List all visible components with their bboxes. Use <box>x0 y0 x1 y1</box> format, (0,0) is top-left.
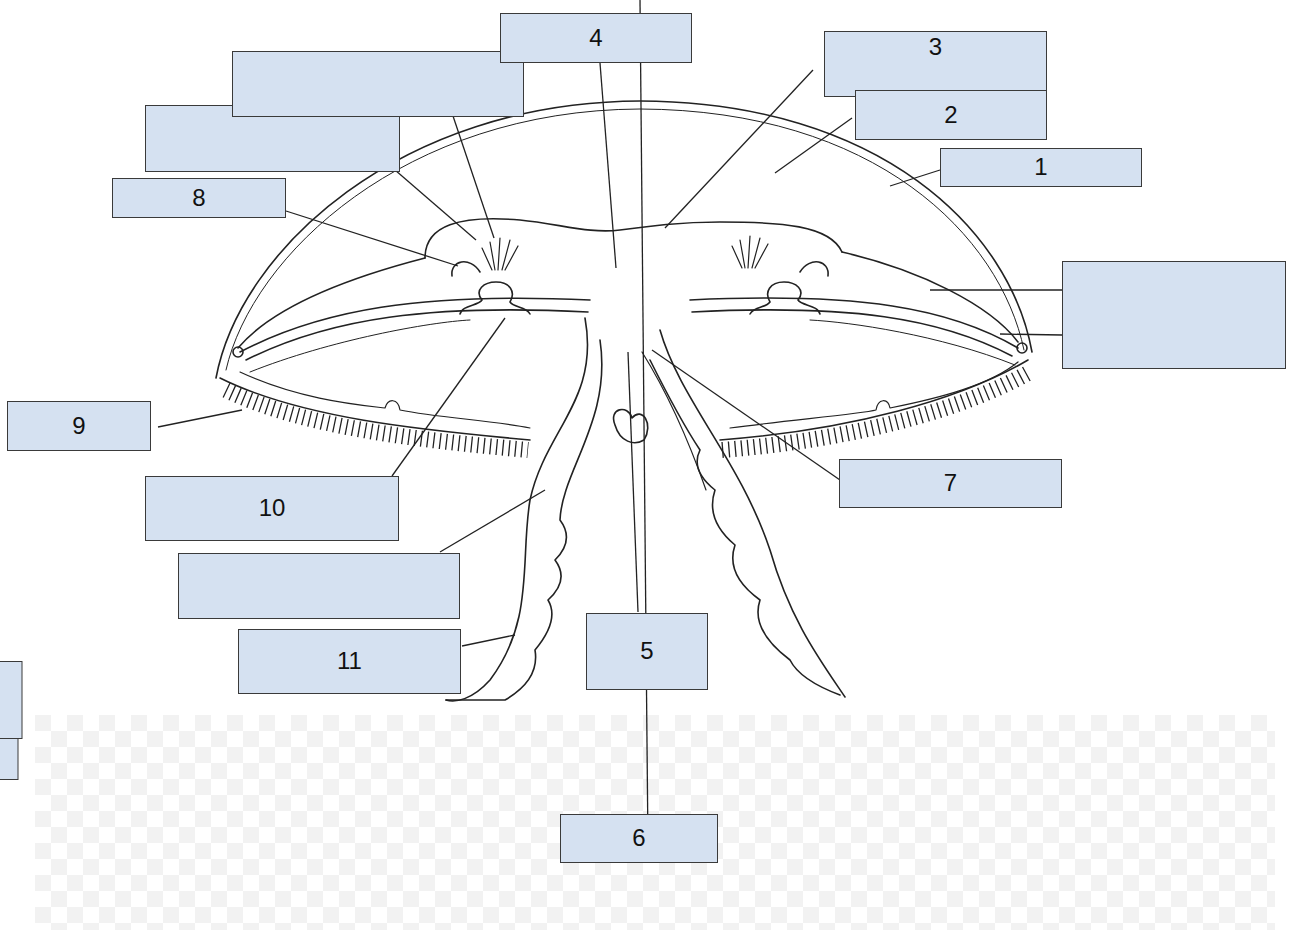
leader-line <box>395 170 476 240</box>
callout-number: 1 <box>1034 154 1047 180</box>
label-box: 4 <box>500 13 692 63</box>
radial-canal <box>240 298 590 352</box>
leader-line <box>392 318 505 476</box>
label-box: 2 <box>855 90 1047 140</box>
leader-line <box>1000 334 1062 335</box>
gonad <box>750 282 820 314</box>
radial-canal <box>810 320 1015 365</box>
leader-line <box>158 410 242 427</box>
oral-arm <box>446 340 602 700</box>
leader-line <box>930 289 1062 290</box>
callout-number: 9 <box>72 413 85 439</box>
radial-canal <box>250 320 470 372</box>
gastric-filaments <box>732 236 768 268</box>
callout-number: 7 <box>944 470 957 496</box>
axis-line <box>640 0 648 848</box>
callout-number: 5 <box>640 638 653 664</box>
callout-number: 3 <box>929 34 942 60</box>
rhopalium <box>233 347 243 357</box>
oral-arm <box>642 352 706 490</box>
radial-canal <box>692 310 1012 356</box>
callout-number: 4 <box>589 25 602 51</box>
callout-number: 11 <box>337 648 362 674</box>
leader-line <box>775 118 852 173</box>
label-box: 9 <box>7 401 151 451</box>
leader-line <box>600 63 616 268</box>
empty-label-box <box>0 662 22 739</box>
empty-label-box <box>0 739 18 780</box>
leader-line <box>665 70 813 228</box>
leader-line <box>453 116 494 238</box>
empty-label-box <box>233 52 524 117</box>
callout-number: 6 <box>632 825 645 851</box>
leader-line <box>286 211 458 266</box>
subgenital-pit <box>800 262 828 276</box>
label-box: 11 <box>238 629 461 694</box>
subgenital-pit <box>452 262 480 276</box>
label-box: 3 <box>824 31 1047 97</box>
empty-label-box <box>1063 262 1286 369</box>
bell-margin <box>720 360 1028 440</box>
gastric-filaments <box>482 238 518 270</box>
radial-canal <box>690 298 1018 348</box>
oral-arm <box>446 318 588 701</box>
empty-label-box <box>179 554 460 619</box>
velarium <box>730 362 1018 428</box>
gastric-cavity <box>425 219 842 258</box>
subumbrella-left <box>238 258 425 348</box>
tentacle-fringe <box>226 390 528 450</box>
callout-number: 10 <box>259 495 286 521</box>
label-box: 7 <box>839 459 1062 508</box>
label-box: 8 <box>112 178 286 218</box>
label-box: 6 <box>560 814 718 863</box>
leader-line <box>628 352 638 612</box>
rhopalium <box>1017 343 1027 353</box>
leader-line <box>890 170 940 186</box>
callout-number: 2 <box>944 102 957 128</box>
label-box: 5 <box>586 613 708 690</box>
checker-ground <box>35 715 1275 930</box>
leader-line <box>652 350 840 480</box>
callout-number: 8 <box>192 185 205 211</box>
radial-canal <box>246 310 588 360</box>
subumbrella-right <box>842 252 1018 342</box>
label-box: 10 <box>145 476 399 541</box>
leader-line <box>462 635 515 646</box>
leader-line <box>440 490 545 552</box>
gonad <box>460 282 530 314</box>
tentacle-fringe <box>722 372 1030 450</box>
label-box: 1 <box>940 148 1142 187</box>
